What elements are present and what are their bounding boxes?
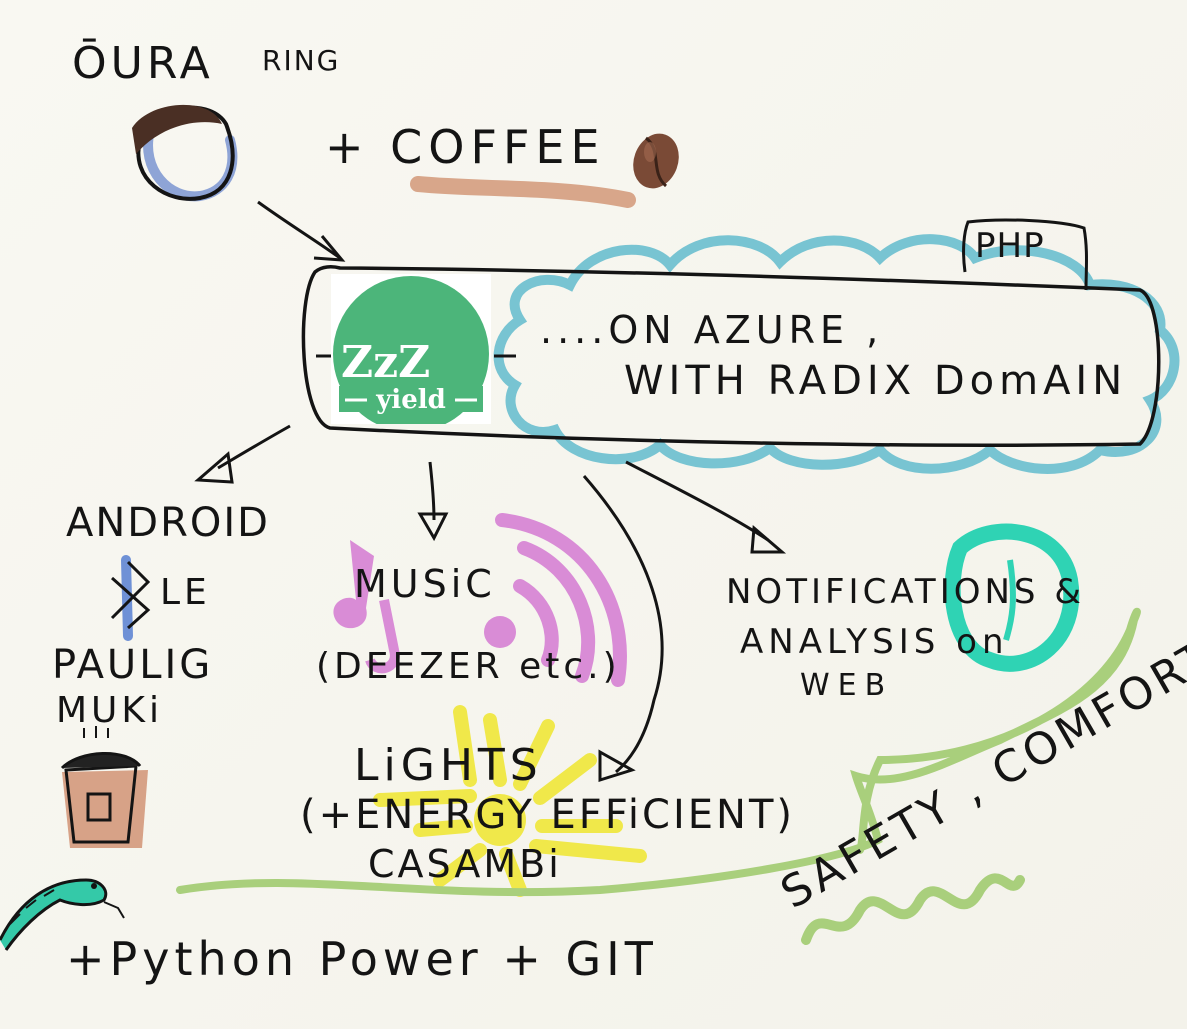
music-label: MUSiC <box>354 562 496 606</box>
snake-icon <box>0 878 125 951</box>
core-box-outline <box>301 265 1161 447</box>
music-note-icon <box>333 540 400 674</box>
paulig-label: PAULIG <box>52 642 214 688</box>
azure-label: ....ON AZURE , <box>540 308 884 352</box>
arrow-to-lights <box>582 475 664 774</box>
cloud-icon <box>493 234 1180 474</box>
python-git-label: +Python Power + GIT <box>66 932 658 986</box>
arrow-to-notifications <box>625 460 769 542</box>
coffee-cup-icon <box>60 726 148 848</box>
android-label: ANDROID <box>66 500 270 546</box>
oura-title: ŌURA <box>72 38 214 89</box>
coffee-underline <box>410 176 636 208</box>
lights-label: LiGHTS <box>354 740 543 791</box>
oura-ring-icon <box>132 104 238 202</box>
web-label: WEB <box>800 668 894 703</box>
wifi-waves-icon <box>484 513 627 687</box>
casambi-label: CASAMBi <box>368 842 562 886</box>
safety-squiggle <box>801 873 1025 945</box>
logo-letters: ZzZ <box>341 337 430 388</box>
bluetooth-icon <box>110 555 151 641</box>
ring-label: RING <box>262 44 341 77</box>
notifications-label: NOTIFICATIONS & <box>726 572 1085 612</box>
deezer-label: (DEEZER etc.) <box>316 646 621 687</box>
web-ring-icon <box>944 523 1080 672</box>
arrow-oura-to-core <box>257 200 341 260</box>
coffee-label: + COFFEE <box>325 120 606 174</box>
php-label: PHP <box>975 226 1045 266</box>
arrow-to-android <box>217 424 291 470</box>
muki-label: MUKi <box>56 690 164 731</box>
energy-label: (+ENERGY EFFiCIENT) <box>300 792 795 838</box>
logo-word: yield <box>375 385 446 415</box>
php-tab <box>962 218 1088 291</box>
ble-label: LE <box>160 572 211 613</box>
sun-icon <box>373 705 647 897</box>
radix-label: WITH RADIX DomAIN <box>624 358 1128 404</box>
zzz-yield-logo: ZzZ yield <box>331 274 491 432</box>
feedback-bubble <box>176 607 1141 897</box>
arrow-to-music <box>428 461 436 521</box>
coffee-bean-icon <box>633 133 679 189</box>
analysis-label: ANALYSIS on <box>740 622 1009 662</box>
